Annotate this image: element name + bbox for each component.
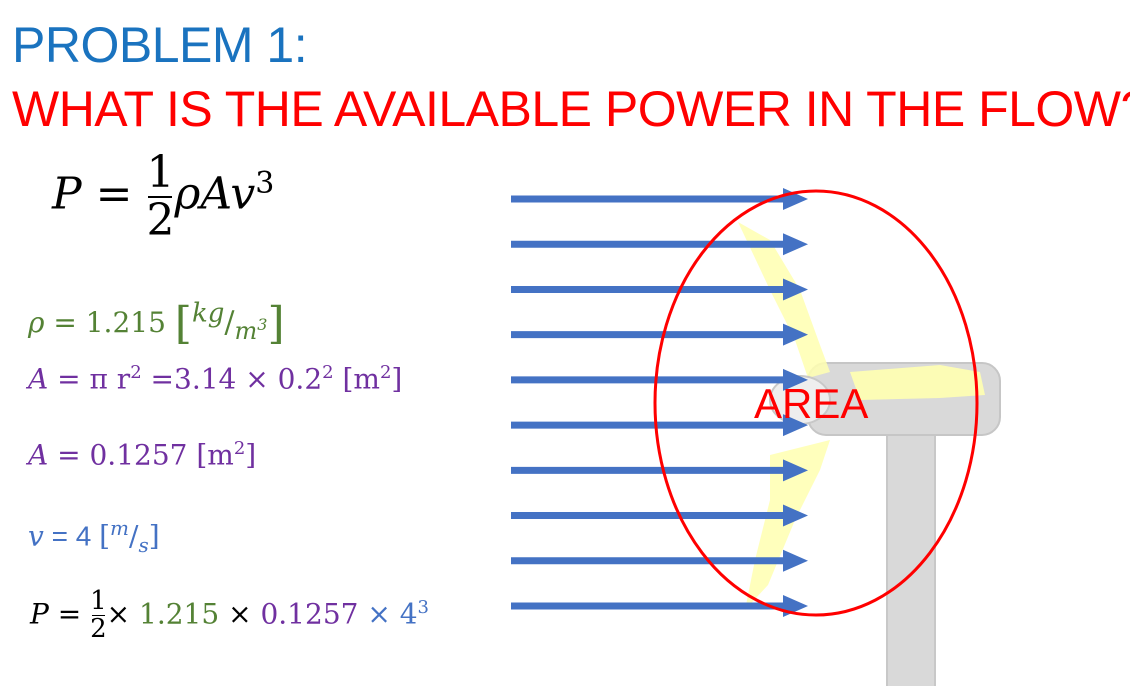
area-unit-exponent: 2	[379, 362, 392, 383]
calc-area: 0.1257	[260, 597, 359, 631]
velocity-unit-slash: /	[129, 519, 139, 553]
calc-times-3: ×	[358, 597, 400, 631]
flow-arrow-head	[783, 504, 808, 527]
equation-rhs: ρAv	[174, 168, 256, 220]
velocity-unit-close: ]	[148, 519, 160, 553]
velocity-unit-num: m	[110, 516, 129, 540]
area-unit-close: ]	[391, 362, 403, 396]
velocity-line: v = 4 [m/s]	[28, 516, 160, 557]
flow-arrow-head	[783, 595, 808, 617]
fraction-denominator: 2	[146, 195, 175, 247]
area-unit: [m	[333, 362, 380, 396]
calc-times-2: ×	[219, 597, 261, 631]
turbine-blade-upper	[738, 222, 830, 378]
velocity-value: = 4	[43, 520, 100, 552]
rho-unit-open: [	[174, 298, 192, 349]
power-equation: P = 1 2 ρAv3	[52, 147, 275, 247]
rho-symbol: ρ	[28, 306, 45, 339]
turbine-blade-lower	[745, 440, 830, 610]
radius-value-exponent: 2	[322, 362, 334, 383]
flow-arrow-head	[783, 278, 808, 301]
turbine-blade-right	[850, 365, 985, 400]
area-formula-text: = π r	[48, 362, 131, 396]
rho-unit-num: kg	[191, 298, 225, 329]
fraction-bar	[148, 196, 173, 199]
area-value-close: ]	[245, 438, 257, 472]
calc-velocity: 4	[399, 597, 418, 631]
problem-question: WHAT IS THE AVAILABLE POWER IN THE FLOW?	[12, 81, 1130, 137]
area-value-symbol: A	[28, 438, 49, 472]
rho-unit-close: ]	[267, 298, 285, 349]
equals-sign: =	[95, 168, 133, 220]
calc-rho: 1.215	[139, 597, 220, 631]
velocity-unit-open: [	[99, 519, 111, 553]
flow-arrow-head	[783, 549, 808, 572]
area-label: AREA	[754, 380, 869, 427]
area-symbol: A	[28, 362, 49, 396]
problem-title: PROBLEM 1:	[12, 17, 308, 73]
rho-value: = 1.215	[44, 306, 175, 339]
calc-denominator: 2	[90, 614, 107, 645]
calc-numerator: 1	[90, 586, 107, 616]
velocity-exponent: 3	[255, 166, 275, 202]
flow-arrow-head	[783, 323, 808, 346]
area-value-line: A = 0.1257 [m2]	[28, 438, 256, 471]
calc-fraction-bar	[92, 615, 105, 617]
turbine-tower	[886, 424, 936, 686]
flow-arrow-head	[783, 459, 808, 482]
calc-equals: =	[48, 597, 91, 631]
area-formula-line: A = π r2 =3.14 × 0.22 [m2]	[28, 362, 402, 395]
area-value-text: = 0.1257 [m	[48, 438, 234, 472]
calc-velocity-exponent: 3	[417, 596, 429, 618]
calc-power-symbol: P	[30, 597, 49, 631]
rho-unit-slash: /	[224, 305, 235, 340]
half-fraction: 1 2	[146, 147, 175, 247]
power-symbol: P	[52, 168, 82, 220]
rho-unit-den: m3	[234, 314, 268, 345]
calc-times: ×	[106, 597, 140, 631]
radius-exponent: 2	[130, 362, 142, 383]
velocity-symbol: v	[28, 519, 44, 553]
density-line: ρ = 1.215 [kg/m3]	[28, 298, 285, 349]
area-value-exponent: 2	[233, 438, 246, 459]
fraction-numerator: 1	[146, 147, 175, 198]
flow-arrow-head	[783, 233, 808, 256]
flow-arrow-head	[783, 188, 808, 210]
velocity-unit-den: s	[138, 532, 149, 557]
area-formula-values: =3.14 × 0.2	[141, 362, 323, 396]
